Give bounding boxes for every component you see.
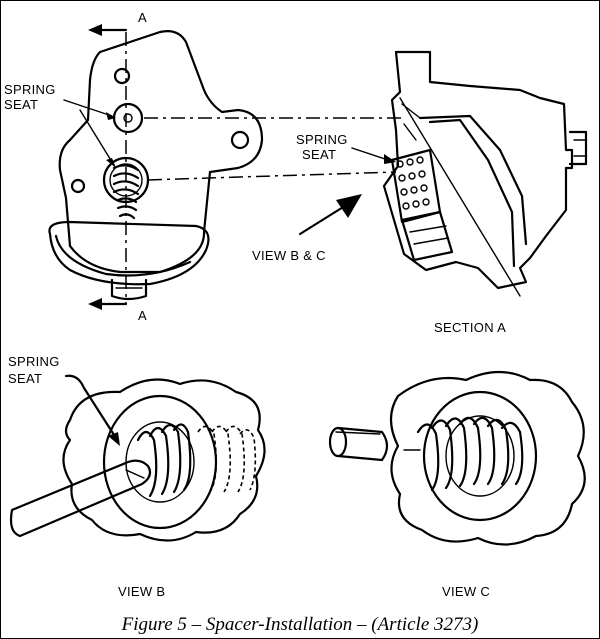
spring-seat-leader-viewb: [64, 374, 120, 446]
view-b-illustration: [9, 378, 266, 542]
spring-seat-label-viewb-line1: SPRING: [8, 354, 60, 369]
view-b-label: VIEW B: [118, 584, 165, 599]
projection-line-lower: [147, 171, 397, 181]
valve-body-exterior: [48, 30, 264, 301]
figure-caption: Figure 5 – Spacer-Installation – (Articl…: [121, 614, 479, 635]
spring-seat-label-left-line2: SEAT: [4, 97, 38, 112]
section-marker-top: A: [138, 10, 147, 25]
spring-seat-label-viewb-line2: SEAT: [8, 371, 42, 386]
spring-seat-label-section-line1: SPRING: [296, 132, 348, 147]
spring-seat-leader-left: [63, 99, 116, 168]
section-marker-bottom: A: [138, 308, 147, 323]
view-b-c-arrow: [298, 194, 362, 236]
section-a-label: SECTION A: [434, 320, 506, 335]
section-line-a-a: [88, 24, 128, 310]
spring-seat-leader-section: [351, 147, 396, 164]
view-c-illustration: [328, 370, 586, 546]
view-c-label: VIEW C: [442, 584, 490, 599]
spring-seat-label-section-line2: SEAT: [302, 147, 336, 162]
spring-seat-label-left-line1: SPRING: [4, 82, 56, 97]
section-a-cutaway: [382, 50, 588, 297]
view-b-c-label: VIEW B & C: [252, 248, 326, 263]
section-spring-coils: [396, 156, 430, 210]
